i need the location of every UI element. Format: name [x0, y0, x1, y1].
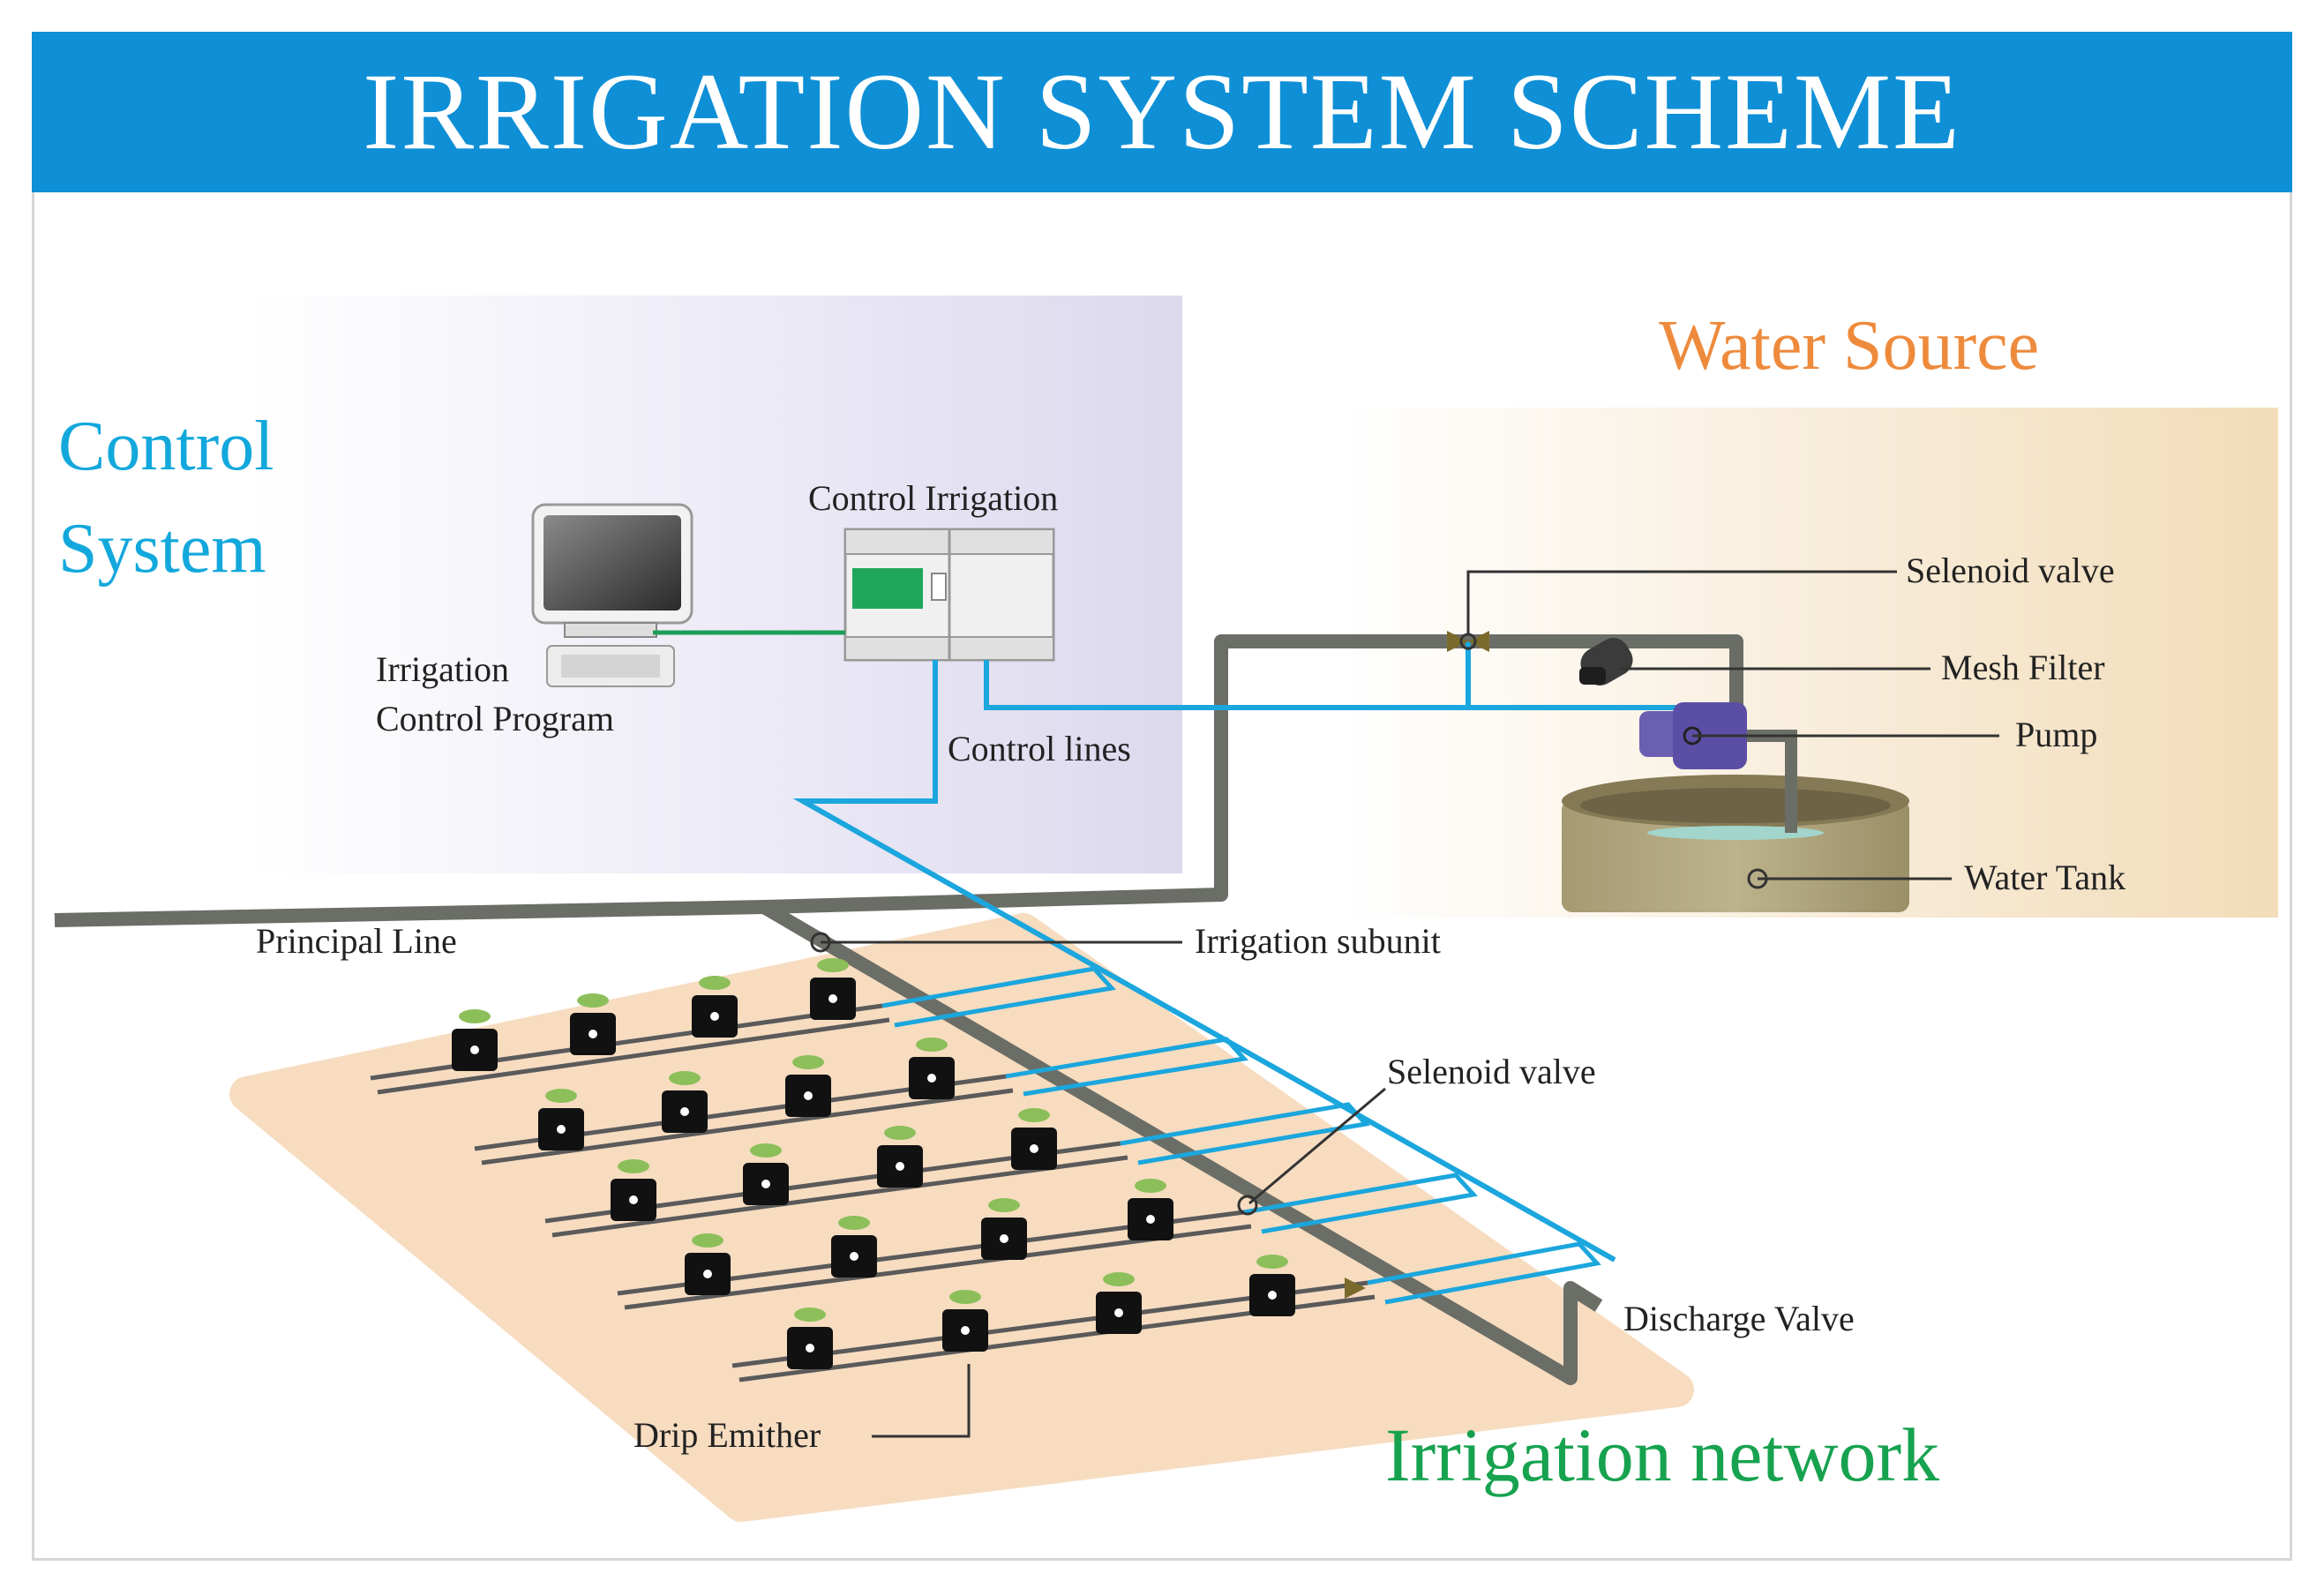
selenoid-valve-top-label: Selenoid valve [1906, 551, 2115, 590]
plant-pot [942, 1290, 988, 1352]
title-banner: IRRIGATION SYSTEM SCHEME [32, 32, 2292, 192]
branch-control-lines [881, 966, 1601, 1305]
water-source-title: Water Source [1659, 307, 2039, 385]
irrigation-program-label-line1: Irrigation [376, 649, 509, 689]
control-system-title-line2: System [58, 510, 266, 588]
principal-line-pipe [54, 634, 1743, 927]
irrigation-network-title: Irrigation network [1385, 1412, 1939, 1497]
plants [452, 958, 1295, 1369]
plant-pot [1096, 1272, 1142, 1334]
plant-pot [1128, 1179, 1173, 1240]
irrigation-subunit-label: Irrigation subunit [1195, 921, 1441, 961]
drip-emitter-label: Drip Emither [633, 1415, 821, 1455]
water-tank-label: Water Tank [1964, 858, 2125, 897]
callout-marker [810, 932, 831, 953]
plant-pot [611, 1159, 656, 1221]
pump-label: Pump [2015, 715, 2097, 754]
discharge-valve-label: Discharge Valve [1623, 1299, 1855, 1338]
principal-line-label: Principal Line [256, 921, 457, 961]
mesh-filter-label: Mesh Filter [1941, 648, 2105, 687]
plant-pot [570, 993, 616, 1055]
plant-pot [981, 1198, 1027, 1260]
callout-marker [1747, 868, 1768, 889]
control-line-1 [792, 660, 1616, 1263]
control-irrigation-unit-icon [843, 528, 1055, 662]
callout-lines [821, 570, 1999, 1438]
plant-pot [692, 976, 738, 1038]
water-tank-icon [1562, 775, 1909, 912]
callout-marker [1237, 1195, 1258, 1216]
plant-pot [831, 1216, 877, 1278]
irrigation-field [229, 913, 1694, 1522]
plant-pot [743, 1143, 789, 1205]
plant-pot [662, 1071, 708, 1133]
diagram-title: IRRIGATION SYSTEM SCHEME [363, 51, 1961, 172]
subunit-pipe [760, 901, 1603, 1385]
control-lines-label: Control lines [948, 729, 1131, 768]
control-irrigation-label: Control Irrigation [808, 478, 1058, 518]
plant-pot [452, 1009, 498, 1071]
computer-icon [531, 503, 693, 687]
mesh-filter-icon [1579, 638, 1633, 686]
plant-pot [909, 1038, 955, 1099]
control-system-title-line1: Control [58, 408, 274, 485]
selenoid-valve-network-label: Selenoid valve [1387, 1052, 1596, 1091]
plant-pot [810, 958, 856, 1020]
plant-pot [538, 1089, 584, 1150]
plant-pot [877, 1126, 923, 1188]
irrigation-program-label-line2: Control Program [376, 699, 614, 738]
discharge-valve-icon [1345, 1278, 1366, 1299]
plant-pot [785, 1055, 831, 1117]
plant-pot [685, 1233, 731, 1295]
plant-pot [1011, 1108, 1057, 1170]
plant-pot [1249, 1255, 1295, 1316]
plant-pot [787, 1308, 833, 1369]
